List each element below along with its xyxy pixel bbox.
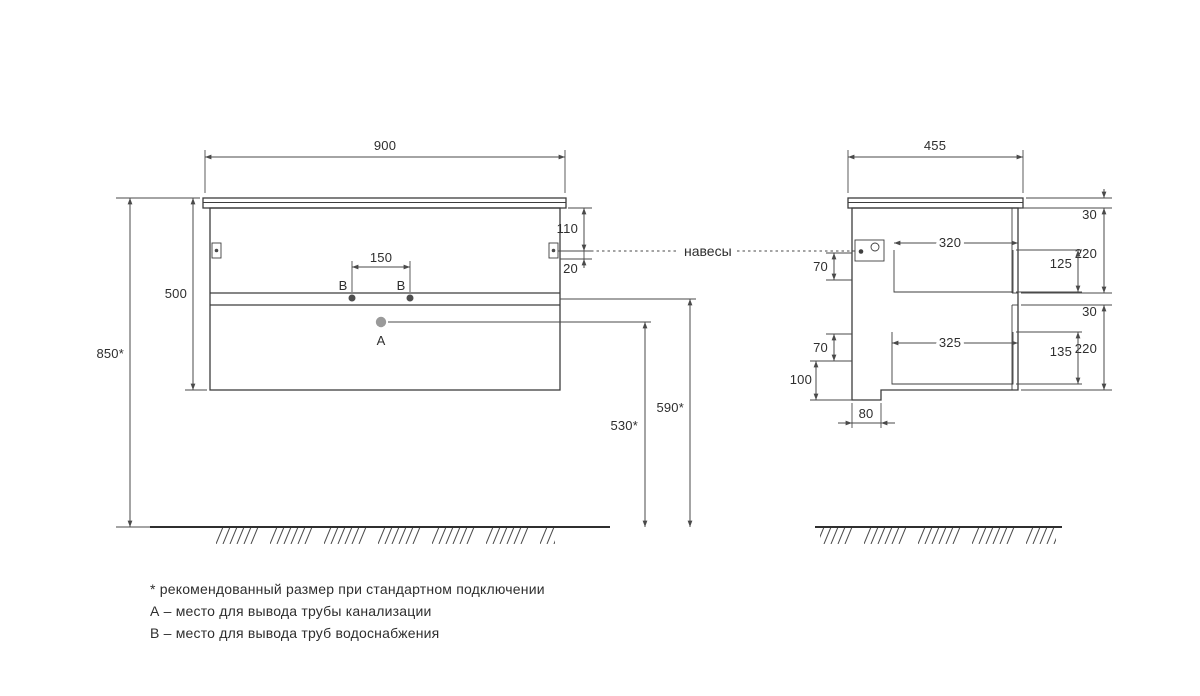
dim-bottom-box-height-value: 135 (1050, 344, 1072, 359)
dim-countertop-thickness-value: 30 (1082, 207, 1097, 222)
top-drawer-box (893, 250, 1014, 293)
front-view: B B A 900 850* 500 (96, 138, 696, 528)
dim-top-drawer-depth-value: 320 (939, 235, 961, 250)
dim-front-width-value: 900 (374, 138, 396, 153)
dim-water-height-value: 590* (656, 400, 684, 415)
dim-drain-height-value: 530* (610, 418, 638, 433)
dim-top-offset-value: 70 (813, 259, 828, 274)
point-b-left-label: B (339, 278, 348, 293)
dim-top-box-height-value: 125 (1050, 256, 1072, 271)
dim-hanger-offsets: 110 20 (557, 207, 592, 276)
side-view: 455 30 220 30 220 125 135 (790, 138, 1112, 428)
hanger-dot (551, 248, 556, 253)
dim-back-recess-value: 80 (859, 406, 874, 421)
hangers-callout: навесы (558, 243, 857, 259)
dim-left-column: 70 70 100 (790, 252, 852, 401)
dim-water-height: 590* (560, 298, 696, 527)
dim-bottom-offset-value: 70 (813, 340, 828, 355)
side-hanger-icon (854, 239, 885, 262)
hanger-dot (858, 249, 864, 254)
bottom-drawer-box (891, 332, 1014, 385)
water-outlet-point-b-right (406, 294, 414, 302)
front-cabinet-body (209, 207, 561, 391)
floor-hatching (820, 528, 1056, 544)
footnote-recommended-size: * рекомендованный размер при стандартном… (150, 581, 545, 597)
dim-outlet-spacing-value: 150 (370, 250, 392, 265)
ground-line-right (815, 526, 1062, 544)
hanger-screw (870, 242, 880, 252)
dim-bottom-drawer-depth-value: 325 (939, 335, 961, 350)
dim-front-width: 900 (204, 138, 566, 193)
footnote-point-b: В – место для вывода труб водоснабжения (150, 625, 439, 641)
dim-drain-height: 530* (388, 321, 651, 527)
wall-hanger-right-icon (548, 242, 559, 259)
point-b-right-label: B (397, 278, 406, 293)
dim-drawer-depths: 320 325 (892, 232, 1018, 354)
dim-cabinet-height: 500 (165, 198, 207, 391)
hanger-bracket (211, 242, 222, 259)
dim-depth: 455 (847, 138, 1024, 193)
footnotes: * рекомендованный размер при стандартном… (150, 581, 545, 641)
hanger-dot (214, 248, 219, 253)
hangers-callout-label: навесы (684, 243, 732, 259)
drain-outlet-point-a (375, 316, 387, 328)
footnote-point-a: А – место для вывода трубы канализации (150, 603, 432, 619)
floor-hatching (205, 528, 555, 544)
dim-outlet-spacing: 150 (351, 250, 411, 292)
wall-hanger-left-icon (211, 242, 222, 259)
water-outlet-point-b-left (348, 294, 356, 302)
side-cabinet-outline (851, 207, 1019, 401)
dim-total-height: 850* (96, 197, 200, 528)
side-countertop (847, 197, 1024, 209)
hanger-bracket (854, 239, 885, 262)
ground-line-left (150, 526, 610, 544)
dim-right-column: 30 220 30 220 (1021, 189, 1112, 391)
dim-front-gap-value: 30 (1082, 304, 1097, 319)
dim-box-heights: 125 135 (1016, 249, 1082, 385)
front-countertop (202, 197, 567, 209)
dim-cabinet-height-value: 500 (165, 286, 187, 301)
dim-hanger-drop-value: 20 (563, 261, 578, 276)
dim-hanger-top-offset-value: 110 (557, 221, 578, 236)
dim-depth-value: 455 (924, 138, 946, 153)
dim-bottom-clearance-value: 100 (790, 372, 812, 387)
dim-back-recess: 80 (838, 403, 895, 428)
point-a-label: A (377, 333, 386, 348)
dim-total-height-value: 850* (96, 346, 124, 361)
